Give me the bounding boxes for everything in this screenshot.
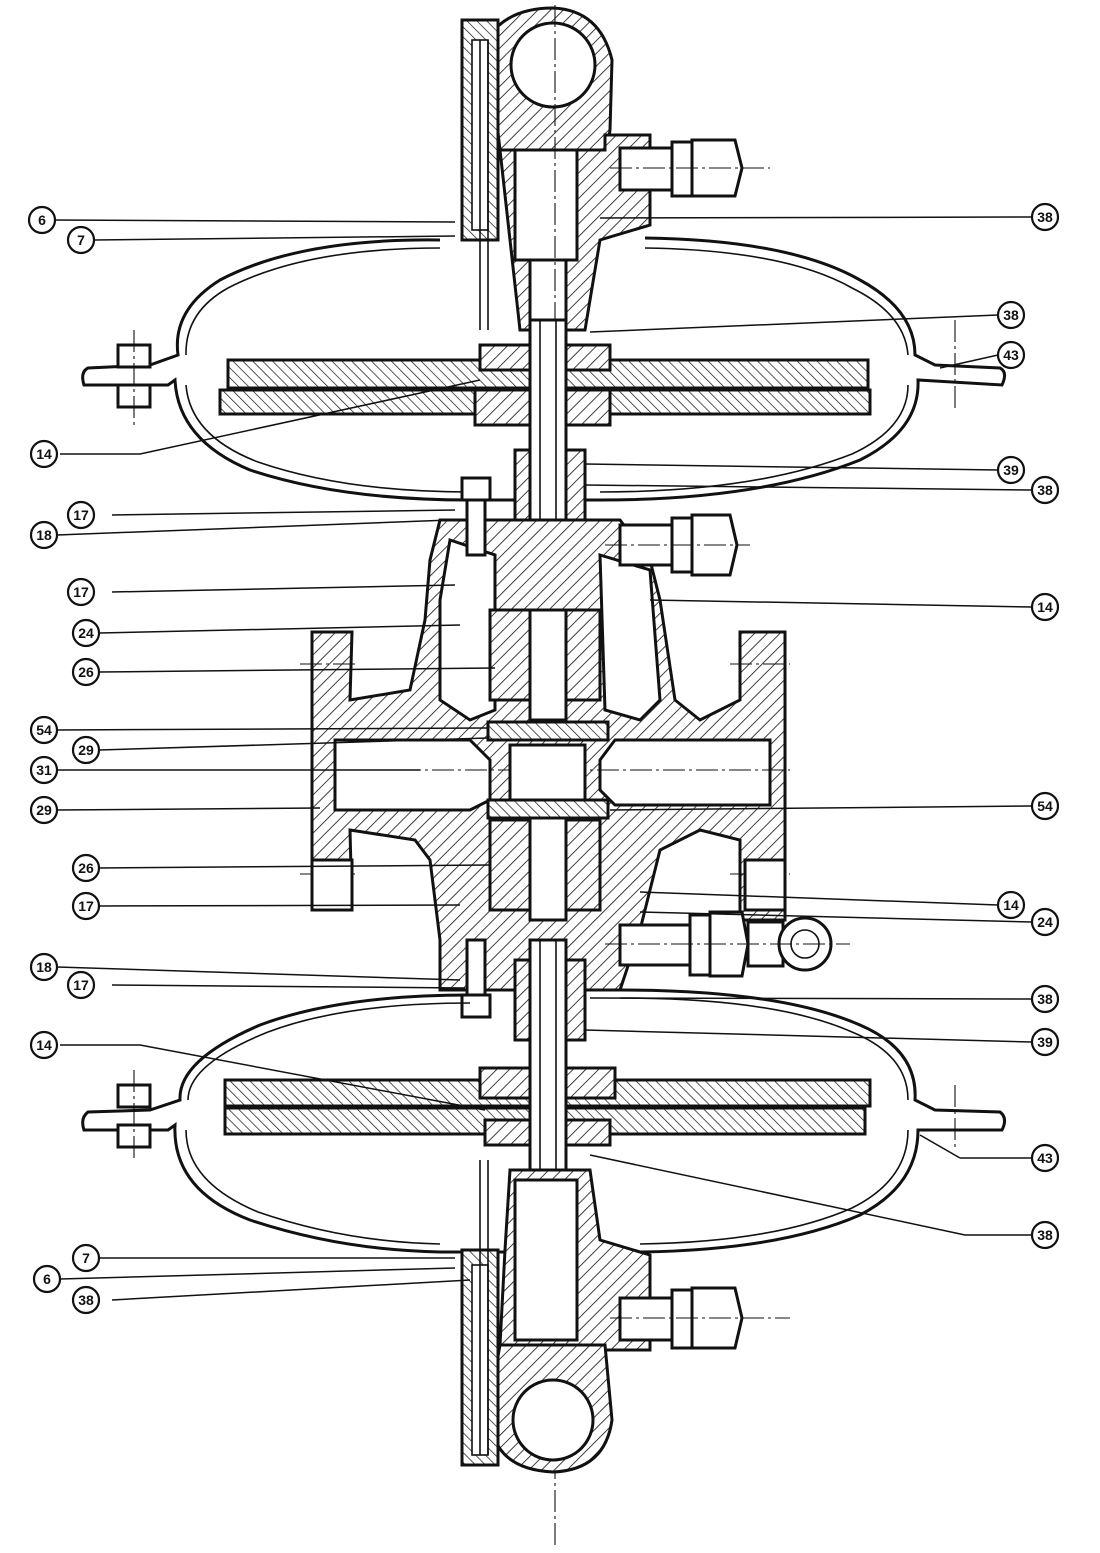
callout-balloon: 38 bbox=[1030, 1220, 1060, 1250]
svg-text:14: 14 bbox=[36, 1037, 52, 1053]
bottom-lower-stem-housing bbox=[498, 1168, 652, 1352]
callout-balloon: 43 bbox=[996, 340, 1026, 370]
svg-text:17: 17 bbox=[73, 977, 89, 993]
valve-trim-springs bbox=[486, 608, 610, 922]
callout-balloon: 6 bbox=[32, 1264, 62, 1294]
svg-text:24: 24 bbox=[78, 625, 94, 641]
svg-text:29: 29 bbox=[36, 802, 52, 818]
callout-balloon: 17 bbox=[66, 577, 96, 607]
svg-text:6: 6 bbox=[43, 1271, 51, 1287]
svg-text:14: 14 bbox=[1003, 897, 1019, 913]
svg-text:17: 17 bbox=[73, 584, 89, 600]
callout-balloon: 6 bbox=[27, 205, 57, 235]
svg-text:7: 7 bbox=[82, 1250, 90, 1266]
svg-text:38: 38 bbox=[1037, 1227, 1053, 1243]
callout-balloon: 18 bbox=[29, 952, 59, 982]
callout-balloon: 39 bbox=[996, 455, 1026, 485]
callout-balloon: 38 bbox=[1030, 202, 1060, 232]
svg-text:24: 24 bbox=[1037, 914, 1053, 930]
lower-flange-bolt-left bbox=[116, 1070, 152, 1160]
bottom-fitting bbox=[610, 1286, 790, 1350]
leader-lines bbox=[51, 216, 1033, 1301]
callout-balloon: 38 bbox=[1030, 984, 1060, 1014]
svg-text:26: 26 bbox=[78, 860, 94, 876]
svg-text:31: 31 bbox=[36, 762, 52, 778]
callout-balloon: 54 bbox=[29, 715, 59, 745]
top-fitting bbox=[610, 138, 770, 198]
body-fittings bbox=[605, 513, 850, 978]
svg-text:54: 54 bbox=[36, 722, 52, 738]
callout-balloon: 54 bbox=[1030, 791, 1060, 821]
svg-text:18: 18 bbox=[36, 527, 52, 543]
bottom-lifting-eye bbox=[490, 1343, 614, 1474]
top-upper-stem-housing bbox=[498, 5, 652, 1545]
svg-text:14: 14 bbox=[1037, 599, 1053, 615]
callout-balloon: 39 bbox=[1030, 1027, 1060, 1057]
callout-balloon: 17 bbox=[71, 891, 101, 921]
callout-balloon: 24 bbox=[1030, 907, 1060, 937]
callout-balloon: 14 bbox=[1030, 592, 1060, 622]
svg-text:54: 54 bbox=[1037, 798, 1053, 814]
callout-balloon: 24 bbox=[71, 618, 101, 648]
callout-balloon: 29 bbox=[71, 735, 101, 765]
svg-text:38: 38 bbox=[1037, 991, 1053, 1007]
svg-text:43: 43 bbox=[1037, 1150, 1053, 1166]
callout-balloon: 14 bbox=[29, 1030, 59, 1060]
svg-text:7: 7 bbox=[77, 232, 85, 248]
callout-balloon: 31 bbox=[29, 755, 59, 785]
callout-balloon: 38 bbox=[1030, 475, 1060, 505]
body-cap-screws bbox=[460, 476, 492, 1019]
callout-balloon: 14 bbox=[29, 439, 59, 469]
svg-text:43: 43 bbox=[1003, 347, 1019, 363]
callout-balloon: 43 bbox=[1030, 1143, 1060, 1173]
svg-text:38: 38 bbox=[78, 1292, 94, 1308]
callout-balloons: 6 7 38 38 43 14 39 38 17 18 17 14 24 26 … bbox=[27, 202, 1060, 1315]
svg-text:14: 14 bbox=[36, 446, 52, 462]
svg-text:38: 38 bbox=[1003, 307, 1019, 323]
svg-text:38: 38 bbox=[1037, 482, 1053, 498]
svg-text:26: 26 bbox=[78, 664, 94, 680]
svg-text:6: 6 bbox=[38, 212, 46, 228]
callout-balloon: 7 bbox=[66, 225, 96, 255]
callout-balloon: 29 bbox=[29, 795, 59, 825]
upper-lower-stem-housing bbox=[513, 318, 587, 542]
svg-text:39: 39 bbox=[1003, 462, 1019, 478]
svg-text:18: 18 bbox=[36, 959, 52, 975]
callout-balloon: 38 bbox=[71, 1285, 101, 1315]
callout-balloon: 18 bbox=[29, 520, 59, 550]
callout-balloon: 7 bbox=[71, 1243, 101, 1273]
callout-balloon: 17 bbox=[66, 970, 96, 1000]
svg-text:17: 17 bbox=[78, 898, 94, 914]
callout-balloon: 38 bbox=[996, 300, 1026, 330]
upper-flange-bolt-left bbox=[116, 330, 152, 425]
callout-balloon: 14 bbox=[996, 890, 1026, 920]
svg-text:38: 38 bbox=[1037, 209, 1053, 225]
lower-stem-housing bbox=[513, 938, 587, 1172]
bottom-side-bolt-assembly bbox=[460, 1160, 500, 1467]
callout-balloon: 26 bbox=[71, 853, 101, 883]
svg-text:39: 39 bbox=[1037, 1034, 1053, 1050]
callout-balloon: 17 bbox=[66, 500, 96, 530]
svg-text:17: 17 bbox=[73, 507, 89, 523]
top-lifting-eye bbox=[488, 6, 614, 172]
callout-balloon: 26 bbox=[71, 657, 101, 687]
top-side-bolt-assembly bbox=[460, 18, 500, 330]
svg-text:29: 29 bbox=[78, 742, 94, 758]
